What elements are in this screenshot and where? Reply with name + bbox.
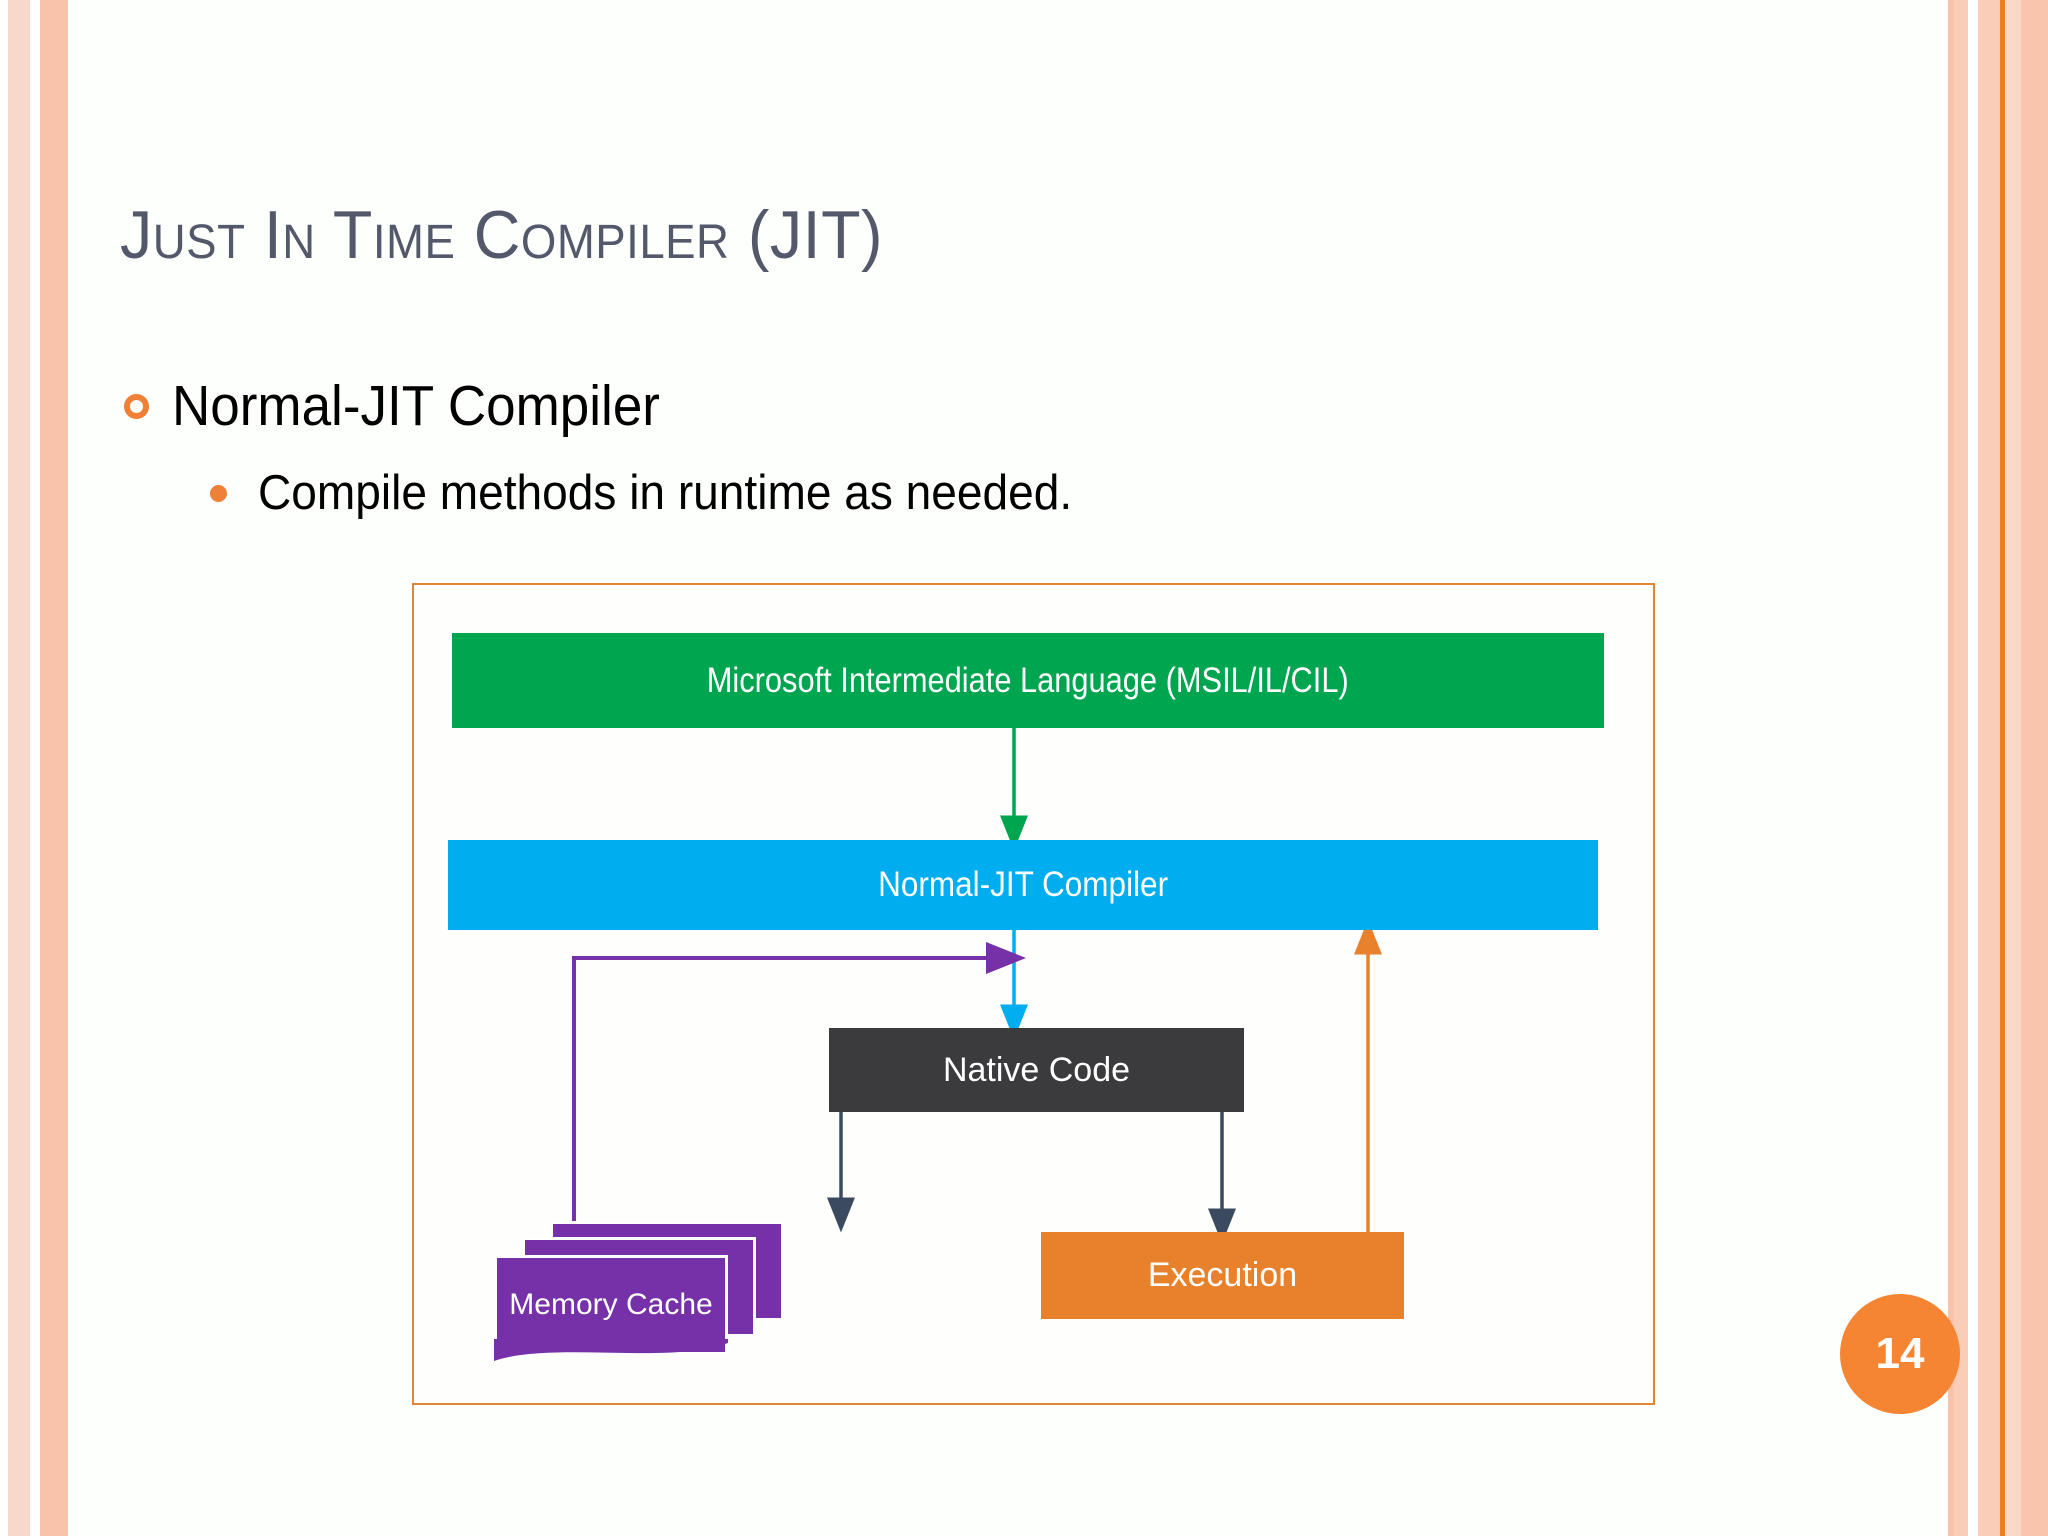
node-normal-jit-compiler-label: Normal-JIT Compiler bbox=[878, 865, 1168, 904]
slide-title: Just In Time Compiler (JIT) bbox=[120, 197, 883, 273]
node-msil-label: Microsoft Intermediate Language (MSIL/IL… bbox=[707, 660, 1349, 700]
left-border-stripe-3 bbox=[30, 0, 40, 1536]
bullet-item-level2: Compile methods in runtime as needed. bbox=[210, 468, 1124, 518]
node-native-code-label: Native Code bbox=[942, 1050, 1131, 1089]
node-memory-cache: Memory Cache bbox=[494, 1221, 784, 1367]
right-border-stripe-1 bbox=[1948, 0, 1954, 1536]
memory-cache-wave-bottom bbox=[494, 1339, 728, 1361]
right-border-stripe-4 bbox=[1978, 0, 2000, 1536]
right-border-stripe-5 bbox=[2000, 0, 2005, 1536]
node-memory-cache-label: Memory Cache bbox=[509, 1288, 713, 1321]
memory-cache-layer-front bbox=[494, 1255, 728, 1355]
right-border-stripe-6 bbox=[2005, 0, 2021, 1536]
jit-flow-diagram: Microsoft Intermediate Language (MSIL/IL… bbox=[412, 583, 1655, 1405]
node-msil: Microsoft Intermediate Language (MSIL/IL… bbox=[452, 633, 1604, 728]
bullet-level1-label: Normal-JIT Compiler bbox=[172, 374, 660, 438]
page-number-badge: 14 bbox=[1840, 1294, 1960, 1414]
hollow-circle-bullet-icon bbox=[124, 393, 149, 419]
left-border-stripe-5 bbox=[68, 0, 74, 1536]
filled-dot-bullet-icon bbox=[210, 484, 227, 502]
node-execution: Execution bbox=[1041, 1232, 1404, 1319]
right-border-stripe-7 bbox=[2021, 0, 2048, 1536]
left-border-stripe-1 bbox=[0, 0, 8, 1536]
right-border-stripe-2 bbox=[1954, 0, 1968, 1536]
bullet-item-level1: Normal-JIT Compiler bbox=[124, 377, 697, 435]
right-border-stripe-3 bbox=[1968, 0, 1978, 1536]
node-native-code: Native Code bbox=[829, 1028, 1244, 1112]
node-normal-jit-compiler: Normal-JIT Compiler bbox=[448, 840, 1598, 930]
left-border-stripe-4 bbox=[40, 0, 68, 1536]
left-border-stripe-2 bbox=[8, 0, 30, 1536]
node-execution-label: Execution bbox=[1147, 1256, 1298, 1294]
bullet-level2-label: Compile methods in runtime as needed. bbox=[258, 466, 1073, 520]
